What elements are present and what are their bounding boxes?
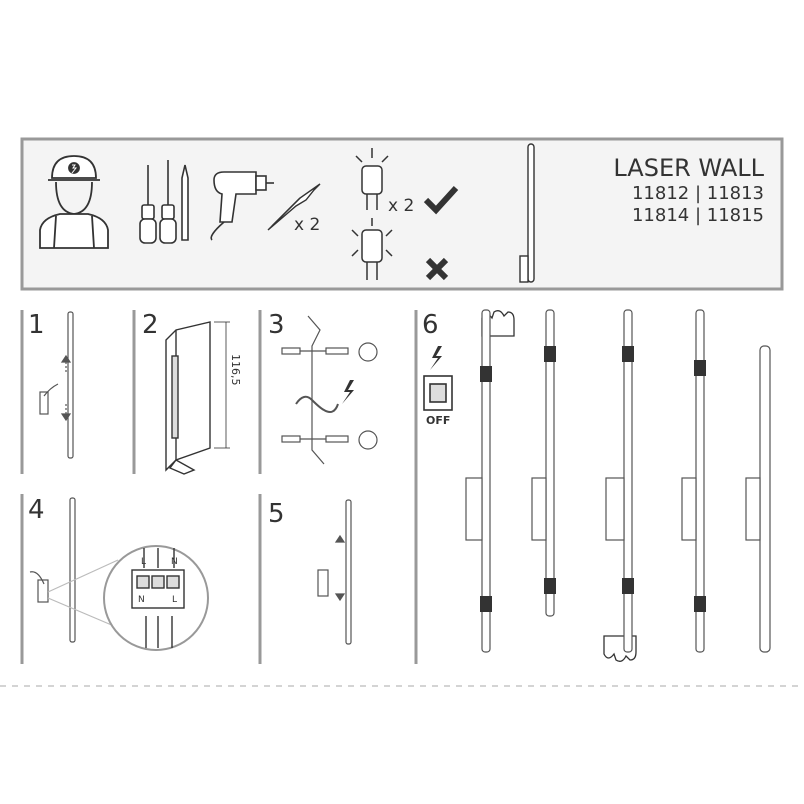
step3-illustration xyxy=(281,315,378,465)
bracket-height: 116,5 xyxy=(229,354,242,386)
step-dividers xyxy=(20,310,418,664)
product-name: LASER WALL xyxy=(613,154,764,182)
screwdriver-icon xyxy=(139,160,189,244)
lamp-caps xyxy=(480,346,706,612)
step-number-4: 4 xyxy=(28,495,45,525)
step-number-2: 2 xyxy=(142,310,159,340)
drill-icon xyxy=(210,171,274,241)
step-number-3: 3 xyxy=(268,310,285,340)
switch-icon xyxy=(423,375,453,411)
product-codes-1: 11812 | 11813 xyxy=(632,183,764,204)
step1-illustration xyxy=(39,311,74,459)
step2-bracket xyxy=(165,321,230,475)
lamp-icon xyxy=(519,143,535,283)
step-number-6: 6 xyxy=(422,310,439,340)
step-number-5: 5 xyxy=(268,499,285,529)
lightning-icon xyxy=(342,380,354,404)
check-icon xyxy=(423,185,459,215)
wire-bottom-n: N xyxy=(138,595,145,605)
wire-top-n: N xyxy=(171,557,178,567)
lamp-sequence xyxy=(465,309,771,653)
cross-icon xyxy=(425,257,449,281)
product-codes-2: 11814 | 11815 xyxy=(632,205,764,226)
screw-quantity: x 2 xyxy=(294,215,320,235)
wire-top-l: L xyxy=(141,557,146,567)
switch-off-label: OFF xyxy=(426,414,450,427)
wire-bottom-l: L xyxy=(172,595,177,605)
wall-plug-icon xyxy=(267,183,321,231)
step-number-1: 1 xyxy=(28,310,45,340)
lightning-icon xyxy=(430,346,442,370)
bulb-quantity: x 2 xyxy=(388,196,414,216)
step5-illustration xyxy=(317,499,352,645)
bulb-icon xyxy=(351,148,393,280)
terminal-block-zoom xyxy=(103,545,209,651)
installer-icon xyxy=(39,155,109,249)
